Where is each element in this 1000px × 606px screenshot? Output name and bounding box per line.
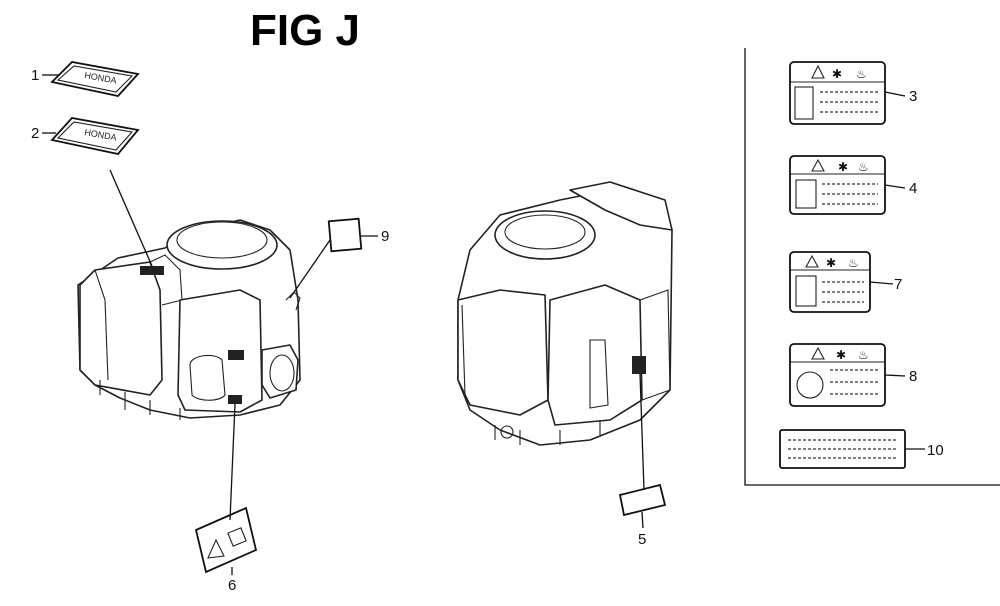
- decal-blank-9: [327, 217, 363, 253]
- callout-10: 10: [927, 442, 944, 459]
- decal-safety-8: ✱ ♨: [789, 343, 886, 407]
- label-location-warning-a: [228, 350, 244, 360]
- decal-safety-4: ✱ ♨: [789, 155, 886, 215]
- left-engine: [77, 219, 301, 420]
- fire-icon: ♨: [848, 256, 859, 270]
- decal-safety-7: ✱ ♨: [789, 251, 871, 313]
- warning-triangle-icon: [805, 254, 819, 268]
- decal-blank-5: [618, 483, 667, 517]
- callout-7: 7: [894, 276, 902, 293]
- fire-icon: ♨: [856, 67, 867, 81]
- figure-title: FIG J: [250, 6, 360, 55]
- callout-3: 3: [909, 88, 917, 105]
- callout-1: 1: [31, 67, 39, 84]
- warning-triangle-icon: [811, 64, 825, 79]
- decal-safety-3: ✱ ♨: [789, 61, 886, 125]
- decal-brand-1: HONDA: [50, 61, 140, 97]
- decal-brand-2: HONDA: [50, 117, 140, 155]
- manual-book-icon: [795, 179, 817, 209]
- label-location-brand: [140, 266, 164, 275]
- callout-9: 9: [381, 228, 389, 245]
- decal-panel-border: [744, 48, 1000, 486]
- hot-surface-icon: ✱: [836, 348, 846, 362]
- decal-info-10: [779, 429, 906, 469]
- hot-surface-icon: ✱: [832, 67, 842, 81]
- manual-book-icon: [227, 527, 247, 547]
- callout-5: 5: [638, 531, 646, 548]
- fire-icon: ♨: [858, 348, 869, 362]
- right-engine: [457, 181, 673, 446]
- label-location-caution: [632, 356, 646, 374]
- warning-triangle-icon: [811, 346, 825, 360]
- decal-warning-6: [194, 506, 258, 574]
- hot-surface-icon: ✱: [826, 256, 836, 270]
- warning-triangle-icon: [811, 158, 825, 172]
- leader-lines: [42, 74, 925, 575]
- callout-4: 4: [909, 180, 917, 197]
- label-location-warning-b: [228, 395, 242, 404]
- hot-surface-icon: ✱: [838, 160, 848, 174]
- callout-6: 6: [228, 577, 236, 594]
- fire-icon: ♨: [858, 160, 869, 174]
- callout-2: 2: [31, 125, 39, 142]
- warning-triangle-icon: [207, 538, 225, 559]
- callout-8: 8: [909, 368, 917, 385]
